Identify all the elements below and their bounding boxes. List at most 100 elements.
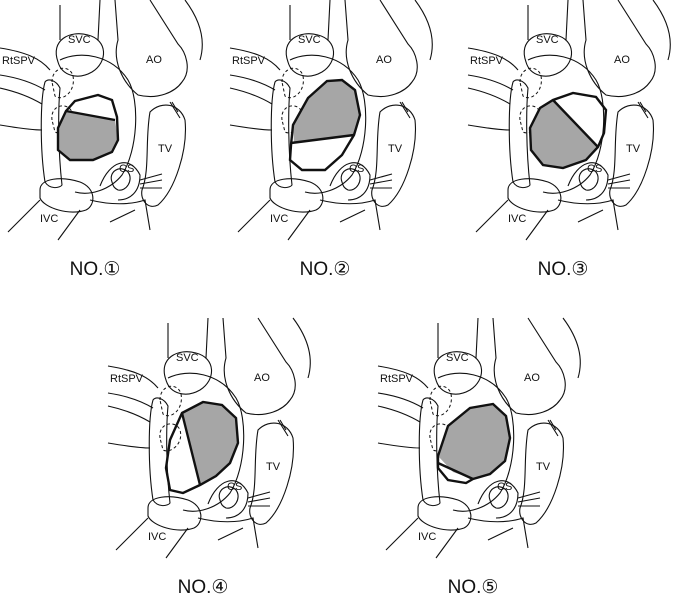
svc-orifice [523, 33, 573, 77]
aorta-outline [344, 0, 418, 98]
aorta-line-right [562, 317, 581, 379]
rtspv-vein-3 [377, 405, 421, 423]
atrial-main [527, 54, 605, 194]
shaded-region-5 [438, 404, 510, 479]
heart-diagram-1: SVC AO RtSPV TV CS IVC [0, 0, 203, 241]
label-svc: SVC [536, 34, 559, 46]
ivc-vessel [115, 517, 189, 559]
anatomy-4 [107, 317, 311, 559]
cs-ridge [567, 162, 609, 201]
label-ao: AO [376, 54, 392, 66]
label-cs: CS [349, 163, 364, 175]
rtspv-vein-3 [0, 87, 43, 105]
svc-vessel [289, 0, 331, 41]
label-tv: TV [536, 461, 551, 473]
tv-leaflet-lines [247, 491, 271, 507]
rtspv-vein-3 [467, 87, 511, 105]
label-svc: SVC [298, 34, 321, 46]
label-rtspv: RtSPV [470, 55, 504, 67]
ivc-orifice [417, 496, 472, 531]
svc-orifice [433, 351, 483, 395]
cut-line-3 [552, 99, 599, 148]
cs-ridge [99, 162, 141, 201]
atrial-main [289, 54, 367, 194]
label-tv: TV [158, 143, 173, 155]
cs-orifice [578, 168, 599, 191]
tv-outline [249, 422, 294, 525]
label-cs: CS [497, 481, 512, 493]
label-ao: AO [146, 54, 162, 66]
cs-orifice [110, 168, 131, 191]
atrial-wall [270, 79, 293, 189]
rtspv-dashed-1 [281, 67, 304, 99]
atrial-wall [148, 397, 171, 507]
aorta-outline [114, 0, 188, 98]
svc-orifice [163, 351, 213, 395]
label-rtspv: RtSPV [2, 55, 36, 67]
rtspv-dashed-2 [51, 105, 74, 134]
aorta-line-right [652, 0, 671, 61]
ivc-vessel [385, 517, 459, 559]
label-ao: AO [254, 372, 270, 384]
panel-4: SVC AO RtSPV TV CS IVC NO.④ [107, 317, 328, 596]
label-ao: AO [614, 54, 630, 66]
tv-marker-top [637, 101, 649, 119]
rtspv-vein-1 [467, 47, 519, 71]
lower-wall [89, 199, 151, 231]
lower-wall [467, 517, 529, 549]
panel-5: SVC AO RtSPV TV CS IVC NO.⑤ [377, 317, 598, 596]
label-tv: TV [388, 143, 403, 155]
aorta-line-right [292, 317, 311, 379]
atrial-wall [40, 79, 63, 189]
rtspv-vein-2 [107, 392, 154, 409]
aorta-outline [582, 0, 656, 98]
lower-wall [319, 199, 381, 231]
rtspv-vein-2 [467, 74, 514, 91]
cut-line-2 [290, 133, 355, 145]
panel-2: SVC AO RtSPV TV CS IVC NO.② [229, 0, 450, 280]
label-svc: SVC [176, 352, 199, 364]
aorta-line-right [414, 0, 433, 61]
tv-marker-top [547, 419, 559, 437]
rtspv-vein-3 [229, 87, 273, 105]
rtspv-dashed-2 [281, 105, 304, 134]
cut-line-4 [180, 412, 202, 486]
tv-leaflet-lines [369, 173, 393, 189]
ivc-orifice [269, 178, 324, 213]
rtspv-vein-1 [377, 365, 429, 389]
rtspv-dashed-2 [159, 423, 182, 452]
rtspv-dashed-1 [159, 385, 182, 417]
svc-orifice [285, 33, 335, 77]
lower-wall [557, 199, 619, 231]
tv-marker-top [277, 419, 289, 437]
rtspv-dashed-2 [429, 423, 452, 452]
label-ivc: IVC [270, 213, 288, 225]
rtspv-vein-4 [0, 124, 43, 131]
label-svc: SVC [68, 34, 91, 46]
rtspv-vein-4 [107, 442, 151, 449]
label-cs: CS [587, 163, 602, 175]
cut-line-5 [437, 461, 474, 481]
label-cs: CS [119, 163, 134, 175]
label-ao: AO [524, 372, 540, 384]
rtspv-vein-2 [0, 74, 46, 91]
svc-vessel [167, 317, 209, 359]
svc-orifice [55, 33, 105, 77]
cs-orifice [340, 168, 361, 191]
aorta-outline [222, 317, 296, 416]
label-tv: TV [626, 143, 641, 155]
ivc-vessel [475, 199, 549, 241]
lower-wall [197, 517, 259, 549]
label-rtspv: RtSPV [232, 55, 266, 67]
heart-diagram-2: SVC AO RtSPV TV CS IVC [229, 0, 433, 241]
rtspv-dashed-2 [519, 105, 542, 134]
rtspv-dashed-1 [429, 385, 452, 417]
rtspv-vein-2 [229, 74, 276, 91]
shaded-region-1 [58, 111, 118, 160]
label-rtspv: RtSPV [380, 373, 414, 385]
anatomy-1 [0, 0, 203, 241]
cs-orifice [218, 486, 239, 509]
rtspv-vein-1 [107, 365, 159, 389]
atrial-main [167, 372, 245, 512]
